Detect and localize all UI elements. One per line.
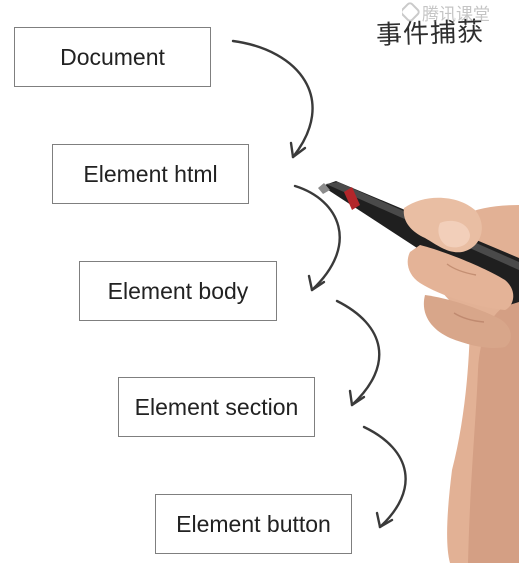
watermark-text: 腾讯课堂 xyxy=(422,4,490,25)
node-label: Element body xyxy=(107,277,249,304)
curved-arrow-icon xyxy=(293,184,341,292)
node-element-button: Element button xyxy=(155,494,352,554)
node-element-html: Element html xyxy=(52,144,249,204)
watermark-logo-icon xyxy=(402,0,422,24)
curved-arrow-icon xyxy=(335,299,381,407)
curved-arrow-icon xyxy=(362,425,407,529)
watermark: 腾讯课堂 xyxy=(402,0,519,24)
node-label: Document xyxy=(60,43,165,70)
node-label: Element section xyxy=(134,393,299,420)
node-document: Document xyxy=(14,27,211,87)
curved-arrow-icon xyxy=(231,39,314,159)
node-element-section: Element section xyxy=(118,377,315,437)
node-label: Element button xyxy=(176,510,331,537)
node-label: Element html xyxy=(83,160,218,187)
node-element-body: Element body xyxy=(79,261,277,321)
